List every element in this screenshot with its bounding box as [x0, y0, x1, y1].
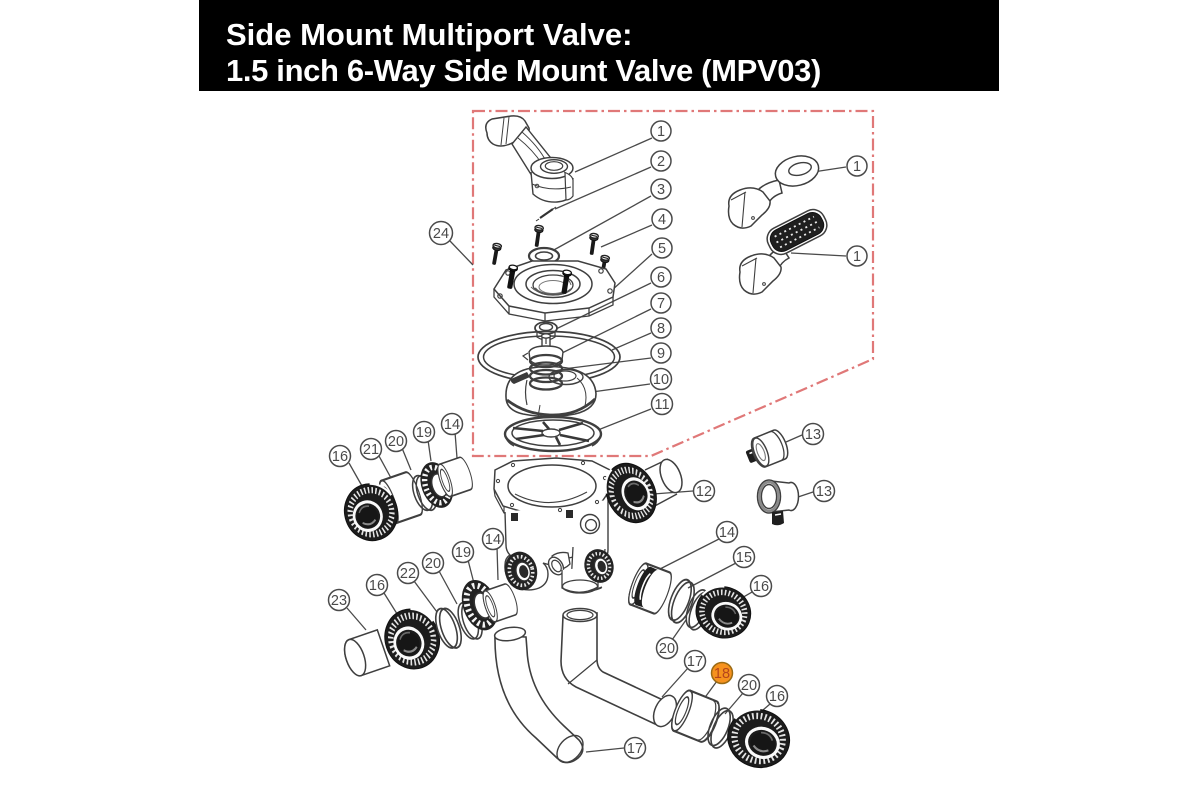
svg-text:12: 12: [696, 484, 712, 500]
svg-text:14: 14: [444, 417, 460, 433]
svg-text:16: 16: [369, 578, 385, 594]
svg-text:11: 11: [654, 397, 669, 413]
svg-text:1.5 inch 6-Way Side Mount Valv: 1.5 inch 6-Way Side Mount Valve (MPV03): [226, 53, 821, 88]
svg-text:16: 16: [753, 579, 769, 595]
svg-text:7: 7: [657, 296, 665, 312]
svg-text:16: 16: [769, 689, 785, 705]
svg-text:17: 17: [627, 741, 643, 757]
svg-text:20: 20: [741, 678, 757, 694]
svg-text:8: 8: [657, 321, 665, 337]
svg-text:3: 3: [657, 182, 665, 198]
svg-text:20: 20: [425, 556, 441, 572]
svg-text:18: 18: [714, 666, 730, 682]
svg-text:22: 22: [400, 566, 416, 582]
svg-text:14: 14: [485, 532, 501, 548]
svg-text:1: 1: [657, 124, 665, 140]
svg-text:1: 1: [853, 159, 861, 175]
svg-text:4: 4: [658, 212, 666, 228]
svg-text:6: 6: [657, 270, 665, 286]
svg-text:16: 16: [332, 449, 348, 465]
svg-text:20: 20: [388, 434, 404, 450]
svg-text:20: 20: [659, 641, 675, 657]
svg-text:2: 2: [657, 154, 665, 170]
svg-text:Side Mount Multiport Valve:: Side Mount Multiport Valve:: [226, 17, 632, 52]
svg-text:9: 9: [657, 346, 665, 362]
svg-text:14: 14: [719, 525, 735, 541]
svg-text:23: 23: [331, 593, 347, 609]
svg-text:5: 5: [658, 241, 666, 257]
svg-text:24: 24: [433, 226, 449, 242]
svg-text:21: 21: [363, 442, 379, 458]
svg-text:19: 19: [416, 425, 432, 441]
svg-text:17: 17: [687, 654, 703, 670]
svg-text:15: 15: [736, 550, 752, 566]
svg-text:13: 13: [816, 484, 832, 500]
svg-text:13: 13: [805, 427, 821, 443]
svg-text:1: 1: [853, 249, 861, 265]
svg-text:19: 19: [455, 545, 471, 561]
svg-text:10: 10: [653, 372, 669, 388]
